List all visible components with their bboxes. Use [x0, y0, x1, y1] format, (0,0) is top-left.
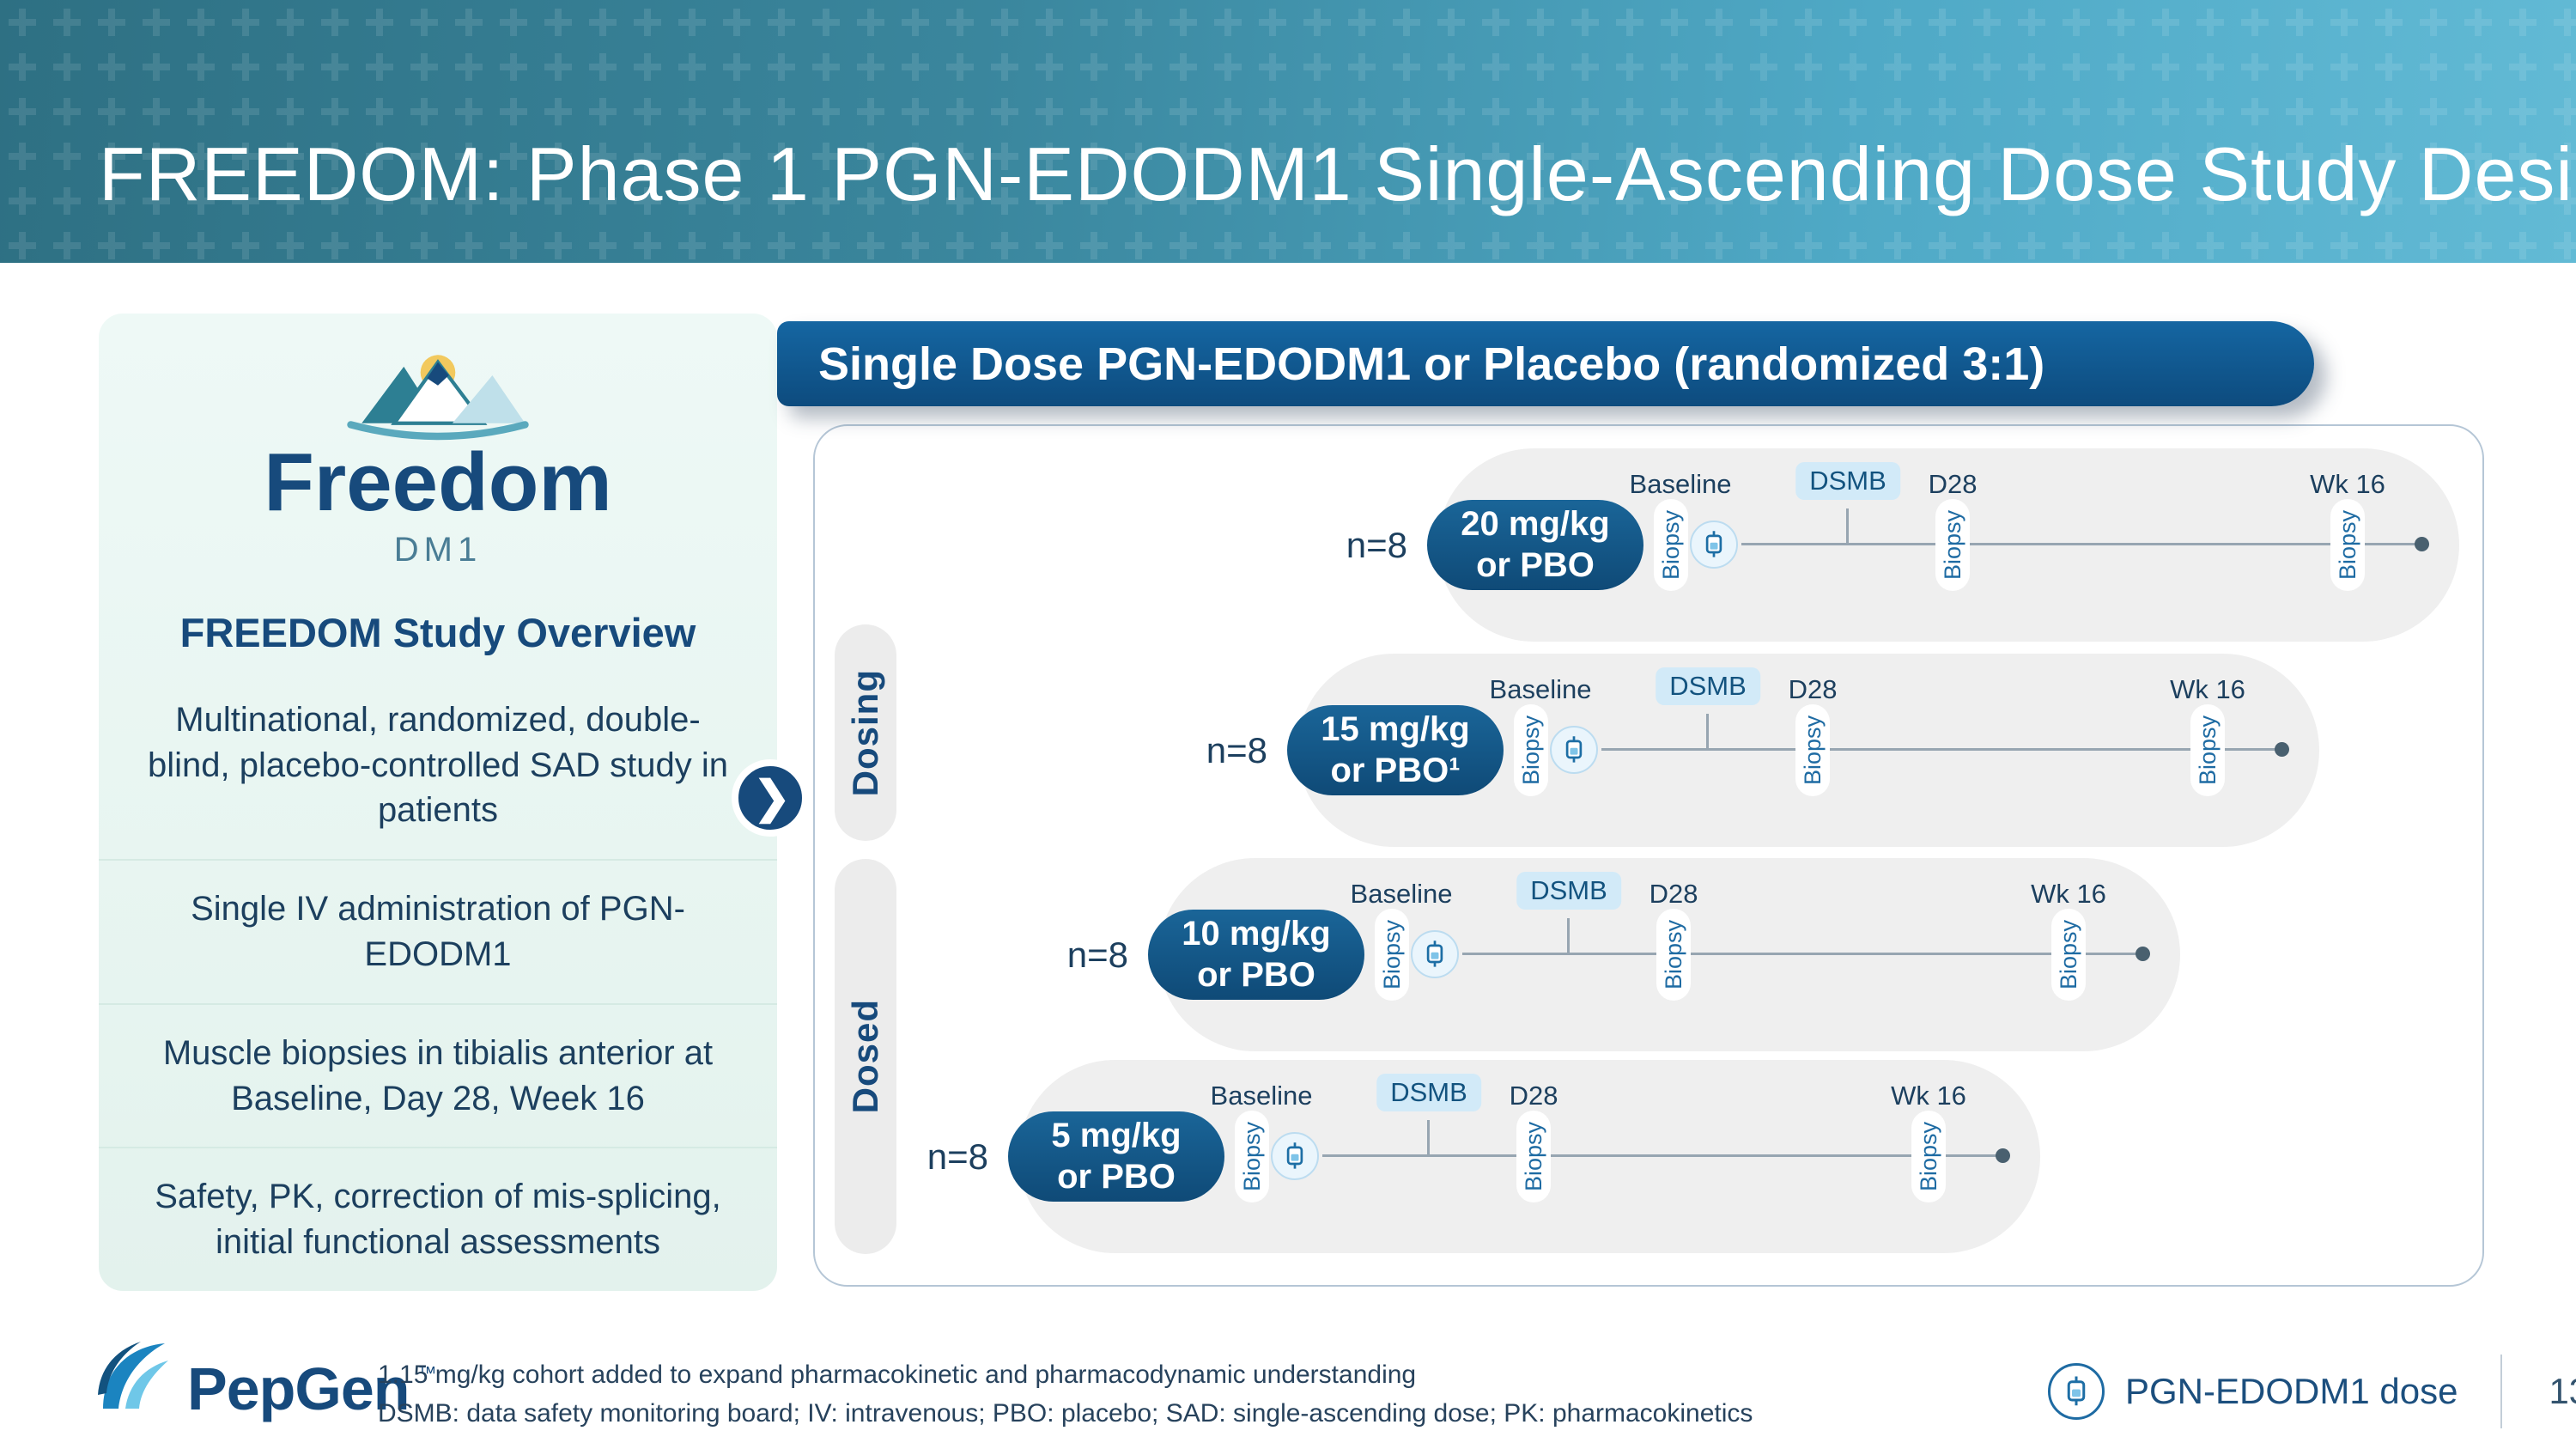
legend-iv-bag-icon: [2048, 1363, 2105, 1420]
wk16-label: Wk 16: [2031, 879, 2106, 909]
cohort-row-20mgkg: n=8 20 mg/kg or PBO Baseline Biopsy DSMB…: [1346, 448, 2459, 642]
study-overview-panel: Freedom DM1 FREEDOM Study Overview Multi…: [99, 314, 777, 1291]
dosing-group-label: Dosing: [845, 668, 885, 797]
iv-bag-icon: [1411, 930, 1459, 978]
banner-cross-pattern: [0, 0, 2576, 263]
d28-label: D28: [1509, 1081, 1558, 1111]
dsmb-label: DSMB: [1656, 667, 1760, 705]
dose-legend: PGN-EDODM1 dose 13: [2048, 1353, 2576, 1430]
page-number: 13: [2549, 1371, 2576, 1411]
cohort-n-label: n=8: [927, 1135, 988, 1177]
dsmb-label: DSMB: [1516, 872, 1621, 910]
dsmb-tick: [1427, 1120, 1430, 1156]
timeline-line: [1322, 1154, 2004, 1157]
dsmb-tick: [1706, 714, 1709, 750]
iv-bag-icon: [1550, 726, 1598, 774]
overview-item: Muscle biopsies in tibialis anterior at …: [99, 1002, 777, 1148]
dose-amount: 15 mg/kg: [1321, 710, 1470, 749]
cohort-row-10mgkg: n=8 10 mg/kg or PBO Baseline Biopsy DSMB…: [1067, 858, 2180, 1051]
dosed-group-label: Dosed: [845, 999, 885, 1114]
pepgen-trademark: ™: [417, 1362, 437, 1384]
timeline-line: [1741, 543, 2423, 545]
dose-banner: Single Dose PGN-EDODM1 or Placebo (rando…: [777, 321, 2314, 406]
baseline-label: Baseline: [1350, 879, 1453, 909]
wk16-label: Wk 16: [2310, 469, 2385, 499]
dose-or-pbo: or PBO: [1057, 1157, 1176, 1196]
dose-or-pbo: or PBO: [1476, 545, 1595, 584]
legend-label: PGN-EDODM1 dose: [2125, 1371, 2458, 1411]
dose-amount: 20 mg/kg: [1461, 505, 1610, 544]
footnote-line-2: DSMB: data safety monitoring board; IV: …: [378, 1399, 1753, 1428]
biopsy-pill: Biopsy: [2051, 909, 2086, 1001]
d28-label: D28: [1788, 674, 1838, 704]
title-banner: FREEDOM: Phase 1 PGN-EDODM1 Single-Ascen…: [0, 0, 2576, 263]
timeline-end-dot: [2415, 537, 2429, 551]
biopsy-pill: Biopsy: [1911, 1111, 1946, 1202]
biopsy-pill: Biopsy: [2190, 704, 2225, 796]
iv-bag-icon: [1690, 521, 1738, 569]
overview-list: Multinational, randomized, double-blind,…: [99, 672, 777, 1291]
timeline-end-dot: [2136, 947, 2150, 961]
d28-label: D28: [1928, 469, 1978, 499]
biopsy-pill: Biopsy: [1654, 499, 1688, 591]
legend-divider: [2500, 1355, 2503, 1428]
dsmb-label: DSMB: [1795, 462, 1900, 500]
biopsy-pill: Biopsy: [1235, 1111, 1269, 1202]
timeline-end-dot: [2275, 742, 2289, 757]
dose-or-pbo: or PBO¹: [1330, 751, 1461, 789]
wk16-label: Wk 16: [1891, 1081, 1966, 1111]
biopsy-pill: Biopsy: [1935, 499, 1970, 591]
baseline-label: Baseline: [1629, 469, 1732, 499]
dose-amount: 5 mg/kg: [1051, 1117, 1182, 1155]
dm1-label: DM1: [393, 530, 483, 569]
dosing-group-pill: Dosing: [835, 624, 896, 841]
pepgen-wordmark: PepGen: [187, 1355, 410, 1422]
dsmb-tick: [1846, 508, 1849, 545]
cohort-n-label: n=8: [1206, 729, 1267, 770]
biopsy-pill: Biopsy: [1375, 909, 1409, 1001]
dsmb-tick: [1567, 918, 1570, 954]
biopsy-pill: Biopsy: [1516, 1111, 1551, 1202]
cohort-n-label: n=8: [1066, 934, 1128, 975]
study-overview-title: FREEDOM Study Overview: [179, 609, 696, 655]
cohort-n-label: n=8: [1346, 524, 1407, 565]
biopsy-pill: Biopsy: [1656, 909, 1691, 1001]
footnotes: 1.15 mg/kg cohort added to expand pharma…: [378, 1355, 1753, 1433]
dose-pill: 15 mg/kg or PBO¹: [1287, 705, 1504, 795]
freedom-mountain-logo-icon: [347, 355, 529, 441]
timeline-line: [1601, 748, 2283, 751]
iv-bag-icon: [1271, 1132, 1319, 1180]
d28-label: D28: [1649, 879, 1698, 909]
overview-item: Multinational, randomized, double-blind,…: [148, 700, 728, 830]
timeline-end-dot: [1996, 1148, 2010, 1163]
cohort-row-15mgkg: n=8 15 mg/kg or PBO¹ Baseline Biopsy DSM…: [1206, 654, 2319, 847]
baseline-label: Baseline: [1210, 1081, 1313, 1111]
dosed-group-pill: Dosed: [835, 859, 896, 1254]
pepgen-logo: PepGen ™: [93, 1333, 437, 1419]
cohort-row-5mgkg: n=8 5 mg/kg or PBO Baseline Biopsy DSMB …: [927, 1060, 2040, 1253]
timeline-line: [1462, 953, 2144, 955]
baseline-label: Baseline: [1489, 674, 1592, 704]
dose-pill: 10 mg/kg or PBO: [1148, 910, 1364, 1000]
overview-item: Safety, PK, correction of mis-splicing, …: [99, 1147, 777, 1291]
freedom-wordmark: Freedom: [264, 435, 612, 528]
dsmb-label: DSMB: [1376, 1074, 1481, 1111]
dose-or-pbo: or PBO: [1197, 955, 1315, 994]
dose-amount: 10 mg/kg: [1182, 915, 1331, 953]
dose-pill: 20 mg/kg or PBO: [1427, 500, 1643, 590]
dose-banner-title: Single Dose PGN-EDODM1 or Placebo (rando…: [818, 338, 2045, 390]
biopsy-pill: Biopsy: [2330, 499, 2365, 591]
wk16-label: Wk 16: [2170, 674, 2245, 704]
dose-pill: 5 mg/kg or PBO: [1008, 1111, 1224, 1202]
footnote-line-1: 1.15 mg/kg cohort added to expand pharma…: [378, 1361, 1417, 1389]
overview-item: Single IV administration of PGN-EDODM1: [99, 859, 777, 1003]
biopsy-pill: Biopsy: [1795, 704, 1830, 796]
page-title: FREEDOM: Phase 1 PGN-EDODM1 Single-Ascen…: [99, 131, 2576, 216]
next-chevron-icon: ❯: [732, 759, 809, 837]
pepgen-logo-mark-icon: [98, 1342, 168, 1409]
biopsy-pill: Biopsy: [1514, 704, 1548, 796]
